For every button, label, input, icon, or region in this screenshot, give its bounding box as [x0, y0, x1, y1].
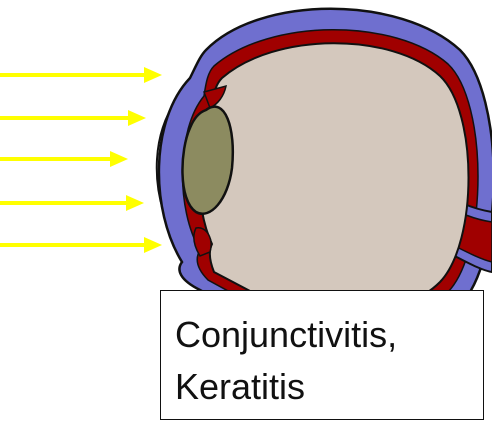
arrow-right-icon — [0, 67, 162, 83]
arrow-right-icon — [0, 195, 144, 211]
label-line-1: Conjunctivitis, — [175, 309, 483, 361]
vitreous-body — [199, 43, 469, 316]
arrow-right-icon — [0, 237, 162, 253]
arrow-right-icon — [0, 110, 146, 126]
condition-label-box: Conjunctivitis, Keratitis — [160, 290, 484, 420]
label-line-2: Keratitis — [175, 361, 483, 413]
light-rays — [0, 67, 162, 253]
arrow-right-icon — [0, 151, 128, 167]
